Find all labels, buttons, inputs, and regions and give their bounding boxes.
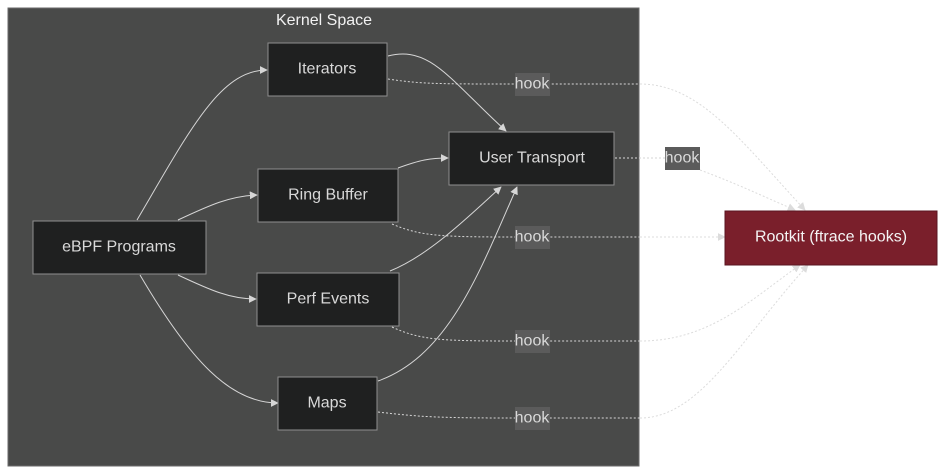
node-label: Ring Buffer <box>288 187 368 204</box>
edge-maps-transport <box>377 186 518 382</box>
edge-label-hook-ringbuf: hook <box>515 226 551 249</box>
edge-perf-transport <box>389 186 502 272</box>
edge-perf-rootkit <box>639 264 801 342</box>
edge-ebpf-maps <box>139 274 279 407</box>
solid-edges <box>136 53 518 407</box>
node-label: User Transport <box>479 150 585 167</box>
edge-label-hook-perf: hook <box>515 330 551 353</box>
edge-perf-hook-inner <box>391 326 640 342</box>
node-maps[interactable]: Maps <box>277 376 378 431</box>
edge-label-hook-iterators: hook <box>515 73 551 96</box>
node-perf-events[interactable]: Perf Events <box>256 272 400 327</box>
edge-ebpf-iterators <box>136 66 268 221</box>
hook-label: hook <box>515 76 551 93</box>
hook-label: hook <box>515 333 551 350</box>
edge-iterators-rootkit <box>639 83 806 211</box>
edge-ebpf-ringbuf <box>177 191 258 221</box>
node-ebpf-programs[interactable]: eBPF Programs <box>32 220 207 275</box>
node-ring-buffer[interactable]: Ring Buffer <box>257 168 399 223</box>
node-label: eBPF Programs <box>62 239 176 256</box>
edge-ringbuf-transport <box>397 154 449 169</box>
node-rootkit[interactable]: Rootkit (ftrace hooks) <box>724 210 938 266</box>
hook-label: hook <box>515 229 551 246</box>
hook-label: hook <box>665 150 701 167</box>
edge-iterators-transport <box>387 53 507 132</box>
node-label: Maps <box>307 395 346 412</box>
cluster-title: Kernel Space <box>276 12 372 29</box>
edge-label-hook-transport: hook <box>665 147 701 170</box>
node-iterators[interactable]: Iterators <box>267 42 388 97</box>
hook-edges <box>377 78 809 419</box>
edge-maps-rootkit <box>639 264 809 419</box>
node-label: Perf Events <box>287 291 370 308</box>
edge-transport-rootkit <box>699 169 796 211</box>
node-label: Iterators <box>298 61 357 78</box>
edge-iterators-hook-inner <box>387 78 640 85</box>
node-user-transport[interactable]: User Transport <box>448 131 615 186</box>
node-label: Rootkit (ftrace hooks) <box>755 229 907 246</box>
edge-label-hook-maps: hook <box>515 407 551 430</box>
hook-label: hook <box>515 410 551 427</box>
edge-maps-hook-inner <box>377 411 640 419</box>
edge-ebpf-perf <box>177 274 257 303</box>
